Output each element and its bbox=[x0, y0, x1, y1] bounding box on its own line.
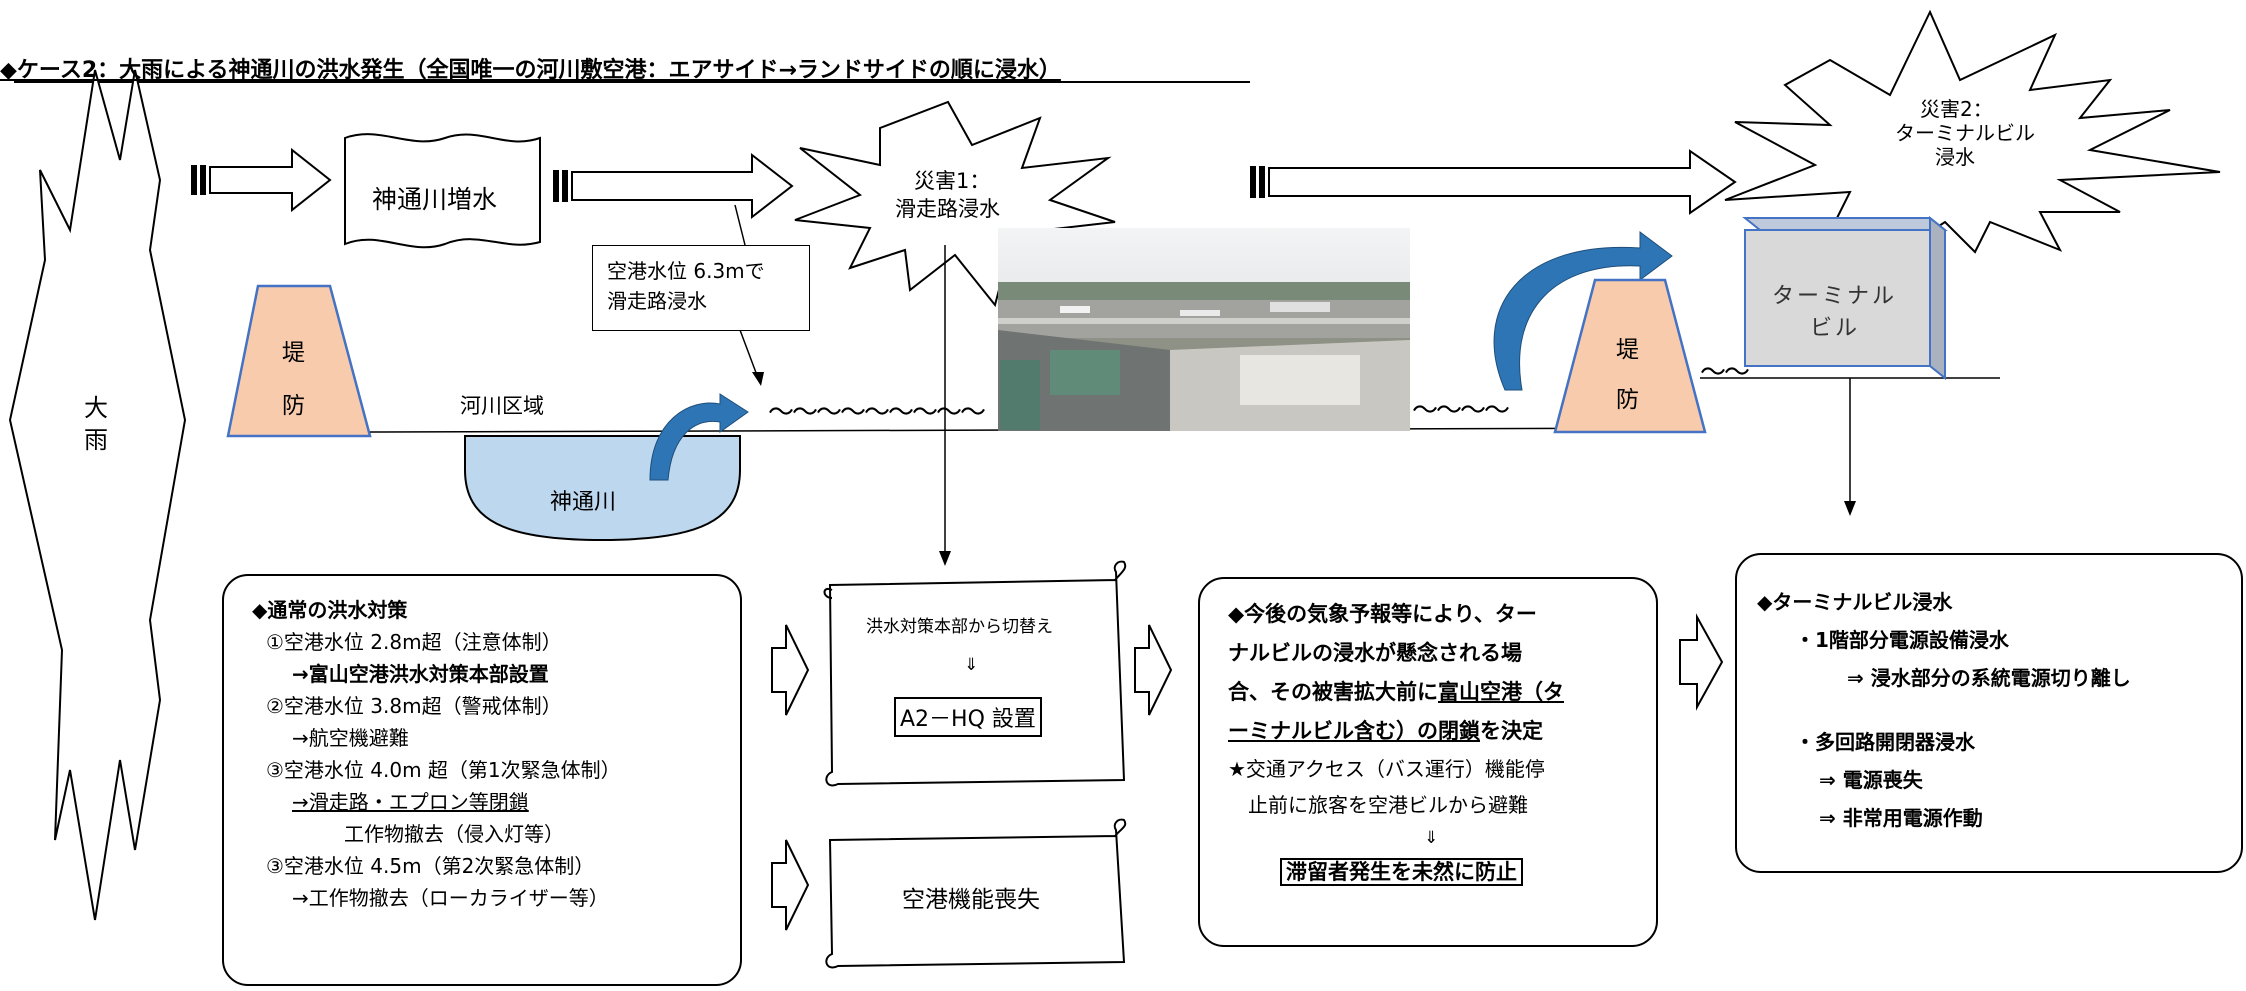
disaster2-line-1: 災害2： bbox=[1920, 97, 1993, 121]
river-area-label: 河川区域 bbox=[460, 394, 544, 418]
normal-measures-line-7: 工作物撤去（侵入灯等） bbox=[344, 822, 564, 846]
decision-line-2: ナルビルの浸水が懸念される場 bbox=[1228, 641, 1522, 665]
terminal-flood-line-1: ・1階部分電源設備浸水 bbox=[1795, 628, 2009, 652]
normal-measures-line-6-text: →滑走路・エプロン等閉鎖 bbox=[292, 790, 529, 814]
water-tilde-left: ～～～～～～～～～ bbox=[768, 398, 986, 428]
decision-line-3: 合、その被害拡大前に富山空港（タ bbox=[1228, 673, 1656, 712]
river-rise-label: 神通川増水 bbox=[372, 185, 498, 214]
terminal-flood-heading: ◆ターミナルビル浸水 bbox=[1757, 590, 1953, 614]
disaster1-line-1: 災害1： bbox=[914, 169, 991, 193]
hollow-arrow-2 bbox=[771, 839, 810, 931]
terminal-flood-box: ◆ターミナルビル浸水 ・1階部分電源設備浸水 ⇒ 浸水部分の系統電源切り離し ・… bbox=[1735, 553, 2243, 873]
airport-photo bbox=[998, 228, 1410, 431]
block-arrow-2 bbox=[553, 152, 794, 220]
terminal-flood-line-3: ・多回路開閉器浸水 bbox=[1795, 730, 1975, 754]
decision-line-5: ★交通アクセス（バス運行）機能停 bbox=[1228, 757, 1545, 781]
callout-line-2: 滑走路浸水 bbox=[607, 289, 707, 313]
decision-line-4: ーミナルビル含む）の閉鎖を決定 bbox=[1228, 712, 1656, 751]
decision-line-1: ◆今後の気象予報等により、ター bbox=[1228, 602, 1537, 626]
normal-measures-box: ◆通常の洪水対策 ①空港水位 2.8m超（注意体制） →富山空港洪水対策本部設置… bbox=[222, 574, 742, 986]
river-label: 神通川 bbox=[550, 490, 617, 515]
disaster1-line-2: 滑走路浸水 bbox=[895, 197, 1000, 221]
normal-measures-line-1: ①空港水位 2.8m超（注意体制） bbox=[266, 630, 562, 654]
block-arrow-3 bbox=[1250, 149, 1737, 215]
normal-measures-line-5: ③空港水位 4.0m 超（第1次緊急体制） bbox=[266, 758, 621, 782]
scroll-hq-shape bbox=[823, 560, 1127, 787]
hollow-arrow-4 bbox=[1679, 613, 1724, 711]
water-tilde-right: ～～～～ bbox=[1412, 396, 1510, 426]
decision-line-4a: ーミナルビル含む）の閉鎖 bbox=[1228, 719, 1480, 743]
decision-line-4b: を決定 bbox=[1480, 719, 1543, 743]
hollow-arrow-3 bbox=[1134, 624, 1173, 716]
rain-burst-shape bbox=[8, 69, 187, 921]
terminal-flood-line-5: ⇒ 非常用電源作動 bbox=[1819, 806, 1983, 830]
hollow-arrow-1 bbox=[771, 624, 810, 716]
scroll-loss-label: 空港機能喪失 bbox=[902, 887, 1040, 913]
disaster2-line-3: 浸水 bbox=[1935, 145, 1975, 169]
rain-label-2: 雨 bbox=[84, 426, 108, 454]
page-title: ◆ケース2：大雨による神通川の洪水発生（全国唯一の河川敷空港：エアサイド→ランド… bbox=[0, 58, 1061, 83]
normal-measures-line-6: →滑走路・エプロン等閉鎖 bbox=[252, 786, 740, 818]
decision-line-3b: 富山空港（タ bbox=[1438, 680, 1564, 704]
disaster2-burst-shape bbox=[1724, 9, 2221, 254]
scroll-hq-line-3: A2－HQ 設置 bbox=[894, 697, 1042, 737]
right-levee-char-1: 堤 bbox=[1616, 337, 1639, 363]
normal-measures-line-2: →富山空港洪水対策本部設置 bbox=[292, 662, 549, 686]
left-levee-char-2: 防 bbox=[282, 393, 305, 419]
decision-box: ◆今後の気象予報等により、ター ナルビルの浸水が懸念される場 合、その被害拡大前… bbox=[1198, 577, 1658, 947]
river-overflow-arrow bbox=[649, 393, 749, 481]
terminal-flood-line-2: ⇒ 浸水部分の系統電源切り離し bbox=[1847, 666, 2131, 690]
terminal-flood-line-4: ⇒ 電源喪失 bbox=[1819, 768, 1923, 792]
decision-arrow: ⇓ bbox=[1424, 828, 1439, 848]
decision-line-8: 滞留者発生を未然に防止 bbox=[1280, 858, 1523, 886]
left-levee-shape bbox=[226, 284, 372, 438]
right-levee-shape bbox=[1553, 278, 1707, 434]
normal-measures-line-9: →工作物撤去（ローカライザー等） bbox=[292, 886, 609, 910]
river-rise-wavy-box bbox=[344, 133, 541, 249]
left-levee-char-1: 堤 bbox=[282, 340, 305, 366]
decision-line-3a: 合、その被害拡大前に bbox=[1228, 680, 1438, 704]
rain-label-1: 大 bbox=[84, 394, 108, 422]
water-level-callout: 空港水位 6.3mで 滑走路浸水 bbox=[592, 245, 810, 331]
decision-line-6: 止前に旅客を空港ビルから避難 bbox=[1248, 793, 1528, 817]
terminal-label-2: ビル bbox=[1810, 316, 1861, 341]
scroll-loss-shape bbox=[825, 818, 1127, 969]
normal-measures-line-4: →航空機避難 bbox=[292, 726, 409, 750]
normal-measures-line-8: ③空港水位 4.5m（第2次緊急体制） bbox=[266, 854, 595, 878]
decision-line-8-wrap: 滞留者発生を未然に防止 bbox=[1228, 853, 1656, 892]
normal-measures-heading: ◆通常の洪水対策 bbox=[252, 598, 408, 622]
disaster2-line-2: ターミナルビル bbox=[1895, 121, 2035, 145]
normal-measures-line-3: ②空港水位 3.8m超（警戒体制） bbox=[266, 694, 562, 718]
block-arrow-1 bbox=[191, 147, 332, 213]
right-levee-char-2: 防 bbox=[1616, 387, 1639, 413]
terminal-label-1: ターミナル bbox=[1772, 284, 1898, 309]
water-tilde-far-right: ～～ bbox=[1700, 358, 1750, 388]
scroll-hq-line-1: 洪水対策本部から切替え bbox=[866, 617, 1053, 637]
terminal-building-shape bbox=[1742, 215, 1948, 381]
callout-line bbox=[734, 204, 746, 246]
callout-line-1: 空港水位 6.3mで bbox=[607, 259, 765, 283]
callout-pointer bbox=[739, 329, 759, 379]
scroll-hq-arrow: ⇓ bbox=[964, 655, 979, 675]
terminal-threat-arrow bbox=[1493, 231, 1673, 391]
